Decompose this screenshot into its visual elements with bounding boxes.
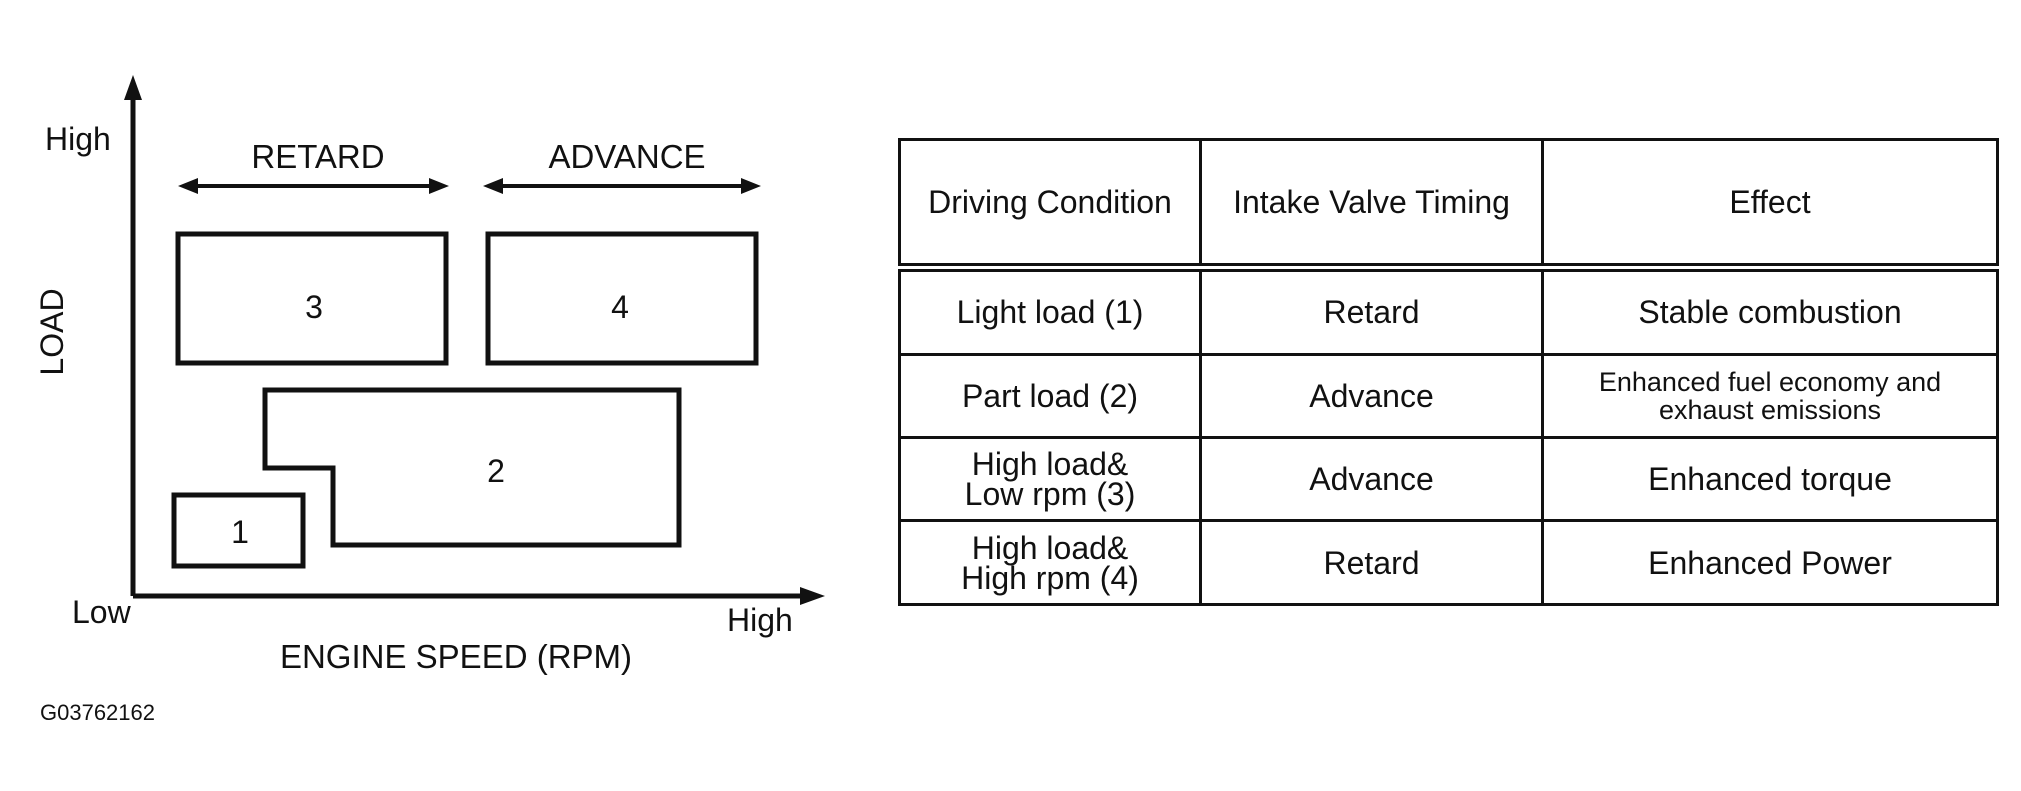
region-3-label: 3 (305, 289, 323, 325)
table-row: High load& High rpm (4) Retard Enhanced … (898, 519, 1999, 606)
region-4-label: 4 (611, 289, 629, 325)
x-axis-low-label: Low (72, 594, 132, 630)
x-axis-title: ENGINE SPEED (RPM) (280, 638, 632, 675)
effect-cell: Stable combustion (1541, 266, 1999, 356)
retard-arrowhead-left (178, 178, 198, 194)
header-intake-valve-timing: Intake Valve Timing (1199, 138, 1544, 272)
region-1-box (171, 492, 306, 569)
load-speed-diagram: High LOAD Low High ENGINE SPEED (RPM) RE… (34, 75, 825, 675)
x-axis-high-label: High (727, 602, 793, 638)
region-3-box (175, 231, 449, 366)
figure-code: G03762162 (40, 700, 155, 725)
x-axis-arrowhead (800, 587, 825, 605)
y-axis-high-label: High (45, 121, 111, 157)
table-row: Part load (2) Advance Enhanced fuel econ… (898, 352, 1999, 439)
condition-cell: Light load (1) (898, 266, 1202, 356)
advance-arrowhead-right (741, 178, 761, 194)
condition-cell: High load& High rpm (4) (898, 519, 1202, 606)
timing-cell: Advance (1199, 352, 1544, 439)
table-header-row: Driving Condition Intake Valve Timing Ef… (898, 138, 1999, 272)
header-effect: Effect (1541, 138, 1999, 272)
advance-label: ADVANCE (548, 138, 705, 175)
advance-arrowhead-left (483, 178, 503, 194)
timing-cell: Advance (1199, 435, 1544, 523)
region-2-box (262, 387, 682, 548)
condition-cell: Part load (2) (898, 352, 1202, 439)
effect-cell: Enhanced Power (1541, 519, 1999, 606)
region-4-box (485, 231, 759, 366)
region-2-label: 2 (487, 453, 505, 489)
region-1-label: 1 (231, 514, 249, 550)
condition-cell: High load& Low rpm (3) (898, 435, 1202, 523)
table-row: High load& Low rpm (3) Advance Enhanced … (898, 435, 1999, 523)
effect-cell: Enhanced fuel economy and exhaust emissi… (1541, 352, 1999, 439)
effect-cell: Enhanced torque (1541, 435, 1999, 523)
y-axis-arrowhead (124, 75, 142, 100)
timing-cell: Retard (1199, 266, 1544, 356)
valve-timing-table: Driving Condition Intake Valve Timing Ef… (898, 138, 1999, 606)
timing-cell: Retard (1199, 519, 1544, 606)
header-driving-condition: Driving Condition (898, 138, 1202, 272)
table-row: Light load (1) Retard Stable combustion (898, 266, 1999, 356)
y-axis-title: LOAD (34, 288, 70, 375)
retard-label: RETARD (251, 138, 384, 175)
retard-arrowhead-right (429, 178, 449, 194)
